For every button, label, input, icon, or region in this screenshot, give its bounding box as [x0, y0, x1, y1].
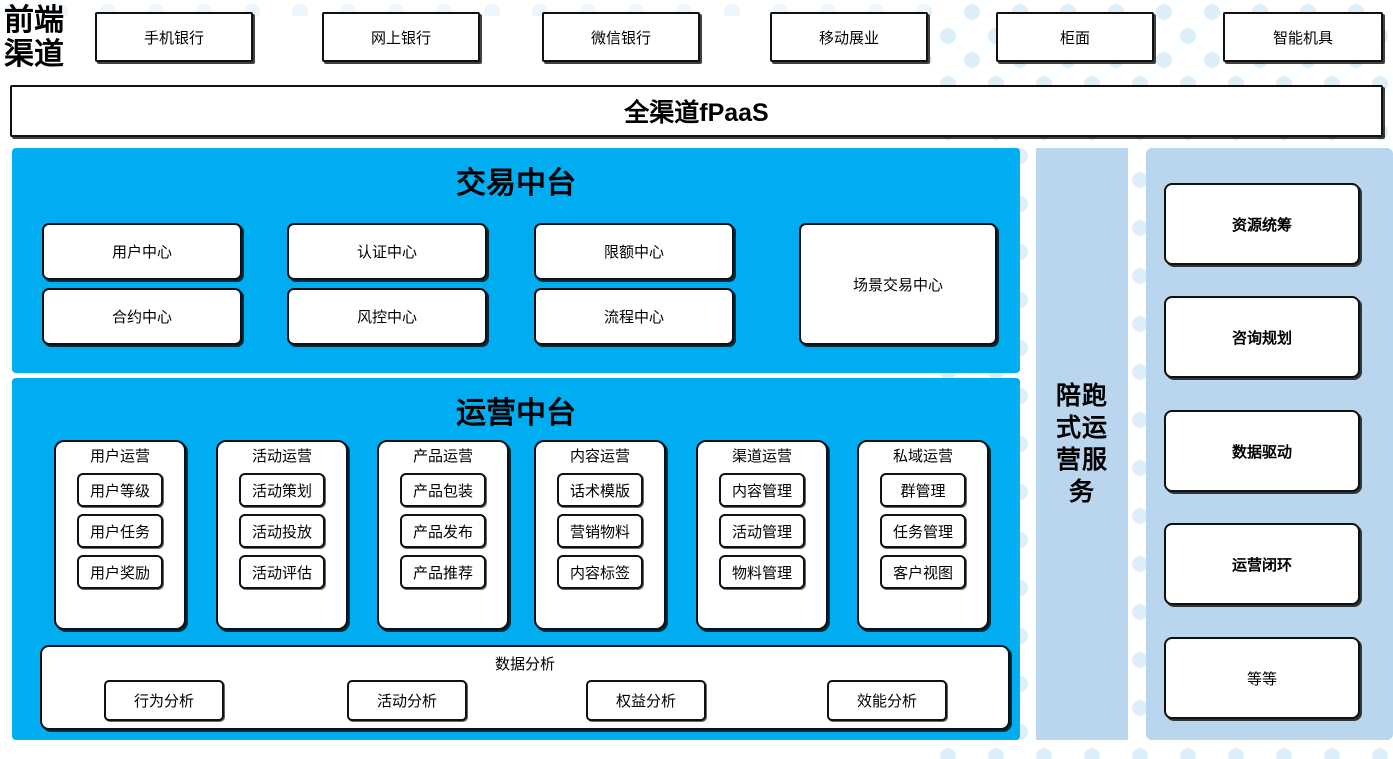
- tx-box-contract-center[interactable]: 合约中心: [42, 288, 242, 345]
- ops-item[interactable]: 活动管理: [719, 514, 805, 548]
- tx-box-process-center[interactable]: 流程中心: [534, 288, 734, 345]
- ops-item[interactable]: 产品推荐: [400, 555, 486, 589]
- tx-box-label: 限额中心: [603, 244, 664, 261]
- capability-item-resource-coordination[interactable]: 资源统筹: [1164, 183, 1360, 265]
- ops-item[interactable]: 话术模版: [557, 473, 643, 507]
- channel-item-mobile-business[interactable]: 移动展业: [770, 12, 928, 62]
- ops-column-title: 用户运营: [89, 448, 150, 465]
- data-analysis-panel: 数据分析 行为分析 活动分析 权益分析 效能分析: [40, 645, 1010, 730]
- capability-item-data-driven[interactable]: 数据驱动: [1164, 410, 1360, 492]
- tx-box-risk-center[interactable]: 风控中心: [287, 288, 487, 345]
- channel-item-label: 微信银行: [590, 29, 651, 47]
- fpaas-label: 全渠道fPaaS: [624, 99, 769, 127]
- channel-item-label: 智能机具: [1272, 29, 1333, 47]
- channel-item-online-bank[interactable]: 网上银行: [322, 12, 480, 62]
- ops-item[interactable]: 物料管理: [719, 555, 805, 589]
- tx-box-label: 场景交易中心: [852, 276, 943, 294]
- data-analysis-item-rights[interactable]: 权益分析: [586, 680, 706, 721]
- ops-item[interactable]: 活动投放: [239, 514, 325, 548]
- front-channel-label: 前端 渠道: [4, 2, 82, 74]
- ops-item[interactable]: 产品发布: [400, 514, 486, 548]
- tx-box-label: 认证中心: [356, 244, 417, 261]
- accompanying-operation-service-column: 陪跑式运营服务: [1036, 148, 1128, 740]
- channel-item-counter[interactable]: 柜面: [996, 12, 1154, 62]
- front-channel-label-line2: 渠道: [4, 38, 64, 71]
- channel-item-wechat-bank[interactable]: 微信银行: [542, 12, 700, 62]
- ops-column-title: 渠道运营: [731, 448, 792, 465]
- data-analysis-item-behavior[interactable]: 行为分析: [104, 680, 224, 721]
- channel-item-smart-machine[interactable]: 智能机具: [1223, 12, 1383, 62]
- tx-box-label: 流程中心: [603, 309, 664, 326]
- ops-item[interactable]: 产品包装: [400, 473, 486, 507]
- ops-column-product-operation[interactable]: 产品运营 产品包装 产品发布 产品推荐: [377, 440, 509, 630]
- ops-item[interactable]: 活动策划: [239, 473, 325, 507]
- channel-item-label: 手机银行: [143, 29, 204, 47]
- ops-item[interactable]: 活动评估: [239, 555, 325, 589]
- channel-item-label: 网上银行: [370, 29, 431, 47]
- ops-item[interactable]: 用户奖励: [77, 555, 163, 589]
- tx-box-scene-trade-center[interactable]: 场景交易中心: [799, 223, 997, 345]
- tx-box-label: 风控中心: [356, 309, 417, 326]
- ops-column-title: 内容运营: [569, 448, 630, 465]
- ops-item[interactable]: 内容管理: [719, 473, 805, 507]
- tx-box-user-center[interactable]: 用户中心: [42, 223, 242, 280]
- ops-column-activity-operation[interactable]: 活动运营 活动策划 活动投放 活动评估: [216, 440, 348, 630]
- ops-item[interactable]: 营销物料: [557, 514, 643, 548]
- tx-box-limit-center[interactable]: 限额中心: [534, 223, 734, 280]
- ops-item[interactable]: 用户任务: [77, 514, 163, 548]
- accompanying-operation-service-label: 陪跑式运营服务: [1055, 382, 1108, 506]
- ops-item[interactable]: 任务管理: [880, 514, 966, 548]
- capability-panel: 资源统筹 咨询规划 数据驱动 运营闭环 等等: [1146, 148, 1393, 740]
- ops-column-title: 产品运营: [412, 448, 473, 465]
- ops-column-title: 私域运营: [892, 448, 953, 465]
- channel-item-label: 柜面: [1059, 29, 1090, 47]
- operation-center-title: 运营中台: [456, 397, 576, 430]
- capability-item-etc[interactable]: 等等: [1164, 637, 1360, 719]
- channel-item-label: 移动展业: [818, 29, 879, 47]
- ops-item[interactable]: 内容标签: [557, 555, 643, 589]
- fpaas-bar[interactable]: 全渠道fPaaS: [10, 85, 1383, 137]
- capability-item-consulting-planning[interactable]: 咨询规划: [1164, 296, 1360, 378]
- tx-box-label: 合约中心: [111, 309, 172, 326]
- ops-column-content-operation[interactable]: 内容运营 话术模版 营销物料 内容标签: [534, 440, 666, 630]
- capability-item-operation-closed-loop[interactable]: 运营闭环: [1164, 523, 1360, 605]
- ops-column-channel-operation[interactable]: 渠道运营 内容管理 活动管理 物料管理: [696, 440, 828, 630]
- front-channel-label-line1: 前端: [4, 4, 64, 37]
- transaction-center-title: 交易中台: [456, 167, 576, 200]
- tx-box-auth-center[interactable]: 认证中心: [287, 223, 487, 280]
- tx-box-label: 用户中心: [111, 244, 172, 261]
- data-analysis-item-efficiency[interactable]: 效能分析: [827, 680, 947, 721]
- transaction-center-panel: 交易中台 用户中心 认证中心 限额中心 合约中心 风控中心 流程中心 场景交易中…: [12, 148, 1020, 373]
- ops-item[interactable]: 用户等级: [77, 473, 163, 507]
- channel-item-mobile-bank[interactable]: 手机银行: [95, 12, 253, 62]
- ops-item[interactable]: 客户视图: [880, 555, 966, 589]
- data-analysis-title: 数据分析: [494, 656, 555, 673]
- data-analysis-item-activity[interactable]: 活动分析: [347, 680, 467, 721]
- ops-column-title: 活动运营: [251, 448, 312, 465]
- ops-column-private-domain-operation[interactable]: 私域运营 群管理 任务管理 客户视图: [857, 440, 989, 630]
- ops-column-user-operation[interactable]: 用户运营 用户等级 用户任务 用户奖励: [54, 440, 186, 630]
- ops-item[interactable]: 群管理: [880, 473, 966, 507]
